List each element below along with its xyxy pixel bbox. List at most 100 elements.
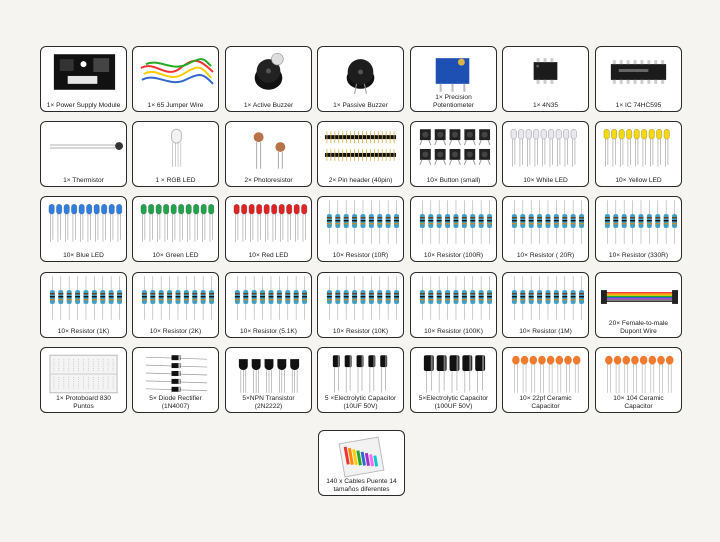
component-card[interactable]: 2× Photoresistor — [225, 121, 312, 187]
component-card[interactable]: 1 × RGB LED — [132, 121, 219, 187]
component-label: 1× 4N35 — [532, 101, 559, 109]
component-label: 10× White LED — [523, 176, 568, 184]
rgb-led-icon — [136, 125, 215, 169]
component-card[interactable]: 10× Resistor (10R) — [317, 196, 404, 262]
component-label: 5× Diode Rectifier (1N4007) — [149, 395, 202, 410]
breadboard-icon — [44, 351, 123, 395]
resistors-icon — [414, 200, 493, 244]
pin-header-icon — [321, 125, 400, 169]
transistors-icon — [229, 351, 308, 395]
component-card[interactable]: 10× Yellow LED — [595, 121, 682, 187]
component-card[interactable]: 1× 65 Jumper Wire — [132, 46, 219, 112]
component-card[interactable]: 10× Resistor (10K) — [317, 272, 404, 338]
diodes-icon — [136, 351, 215, 395]
component-card[interactable]: 10× Resistor (1K) — [40, 272, 127, 338]
component-card[interactable]: 10× Button (small) — [410, 121, 497, 187]
component-label: 1× Precision Potentiometer — [432, 94, 475, 109]
component-card[interactable]: 10× Red LED — [225, 196, 312, 262]
yellow-led-icon — [599, 125, 678, 169]
component-card[interactable]: 10× Green LED — [132, 196, 219, 262]
component-card[interactable]: 5 ×Electrolytic Capacitor (10UF 50V) — [317, 347, 404, 413]
component-card[interactable]: 10× Resistor (100R) — [410, 196, 497, 262]
ceramic-caps-icon — [506, 351, 585, 395]
component-label: 10× Resistor ( 20R) — [516, 251, 575, 259]
component-card[interactable]: 1× Active Buzzer — [225, 46, 312, 112]
thermistor-icon — [44, 125, 123, 169]
component-label: 10× Resistor (10R) — [332, 251, 389, 259]
component-label: 1× 65 Jumper Wire — [147, 101, 204, 109]
component-label: 1 × RGB LED — [155, 176, 196, 184]
component-card[interactable]: 10× Resistor (1M) — [502, 272, 589, 338]
component-card[interactable]: 10× Resistor (5.1K) — [225, 272, 312, 338]
component-card[interactable]: 1× Thermistor — [40, 121, 127, 187]
blue-led-icon — [44, 200, 123, 244]
component-card[interactable]: 10× 22pf Ceramic Capacitor — [502, 347, 589, 413]
component-label: 10× Resistor (1M) — [519, 327, 572, 335]
component-label: 10× 104 Ceramic Capacitor — [613, 395, 664, 410]
component-card[interactable]: 10× 104 Ceramic Capacitor — [595, 347, 682, 413]
component-card[interactable]: 10× Blue LED — [40, 196, 127, 262]
resistors-icon — [414, 276, 493, 320]
component-label: 10× 22pf Ceramic Capacitor — [519, 395, 572, 410]
component-card[interactable]: 140 x Cables Puente 14 tamaños diferente… — [318, 430, 405, 496]
component-label: 2× Pin header (40pin) — [328, 176, 393, 184]
green-led-icon — [136, 200, 215, 244]
white-led-icon — [506, 125, 585, 169]
component-label: 2× Photoresistor — [244, 176, 293, 184]
passive-buzzer-icon — [321, 50, 400, 94]
component-card[interactable]: 5× Diode Rectifier (1N4007) — [132, 347, 219, 413]
resistors-icon — [321, 276, 400, 320]
component-card[interactable]: 10× White LED — [502, 121, 589, 187]
component-label: 1× Active Buzzer — [243, 101, 294, 109]
component-card[interactable]: 20× Female-to-male Dupont Wire — [595, 272, 682, 338]
component-label: 5×Electrolytic Capacitor (100UF 50V) — [418, 395, 489, 410]
resistors-icon — [321, 200, 400, 244]
component-card[interactable]: 10× Resistor ( 20R) — [502, 196, 589, 262]
resistors-icon — [136, 276, 215, 320]
component-card[interactable]: 1× IC 74HC595 — [595, 46, 682, 112]
power-supply-module-icon — [44, 50, 123, 94]
component-label: 10× Green LED — [152, 251, 199, 259]
component-label: 10× Resistor (5.1K) — [240, 327, 297, 335]
component-card[interactable]: 5×Electrolytic Capacitor (100UF 50V) — [410, 347, 497, 413]
component-label: 10× Resistor (100R) — [423, 251, 484, 259]
resistors-icon — [229, 276, 308, 320]
potentiometer-icon — [414, 50, 493, 94]
component-card[interactable]: 5×NPN Transistor (2N2222) — [225, 347, 312, 413]
component-label: 10× Button (small) — [426, 176, 481, 184]
component-card[interactable]: 1× Precision Potentiometer — [410, 46, 497, 112]
component-card[interactable]: 10× Resistor (330R) — [595, 196, 682, 262]
active-buzzer-icon — [229, 50, 308, 94]
resistors-icon — [506, 276, 585, 320]
component-card[interactable]: 1× Passive Buzzer — [317, 46, 404, 112]
component-card[interactable]: 1× Power Supply Module — [40, 46, 127, 112]
component-card[interactable]: 1× 4N35 — [502, 46, 589, 112]
jumper-wires-icon — [136, 50, 215, 94]
component-label: 1× Protoboard 830 Puntos — [56, 395, 111, 410]
component-label: 140 x Cables Puente 14 tamaños diferente… — [326, 478, 397, 493]
component-label: 1× Thermistor — [63, 176, 104, 184]
component-label: 10× Blue LED — [63, 251, 104, 259]
dupont-wire-icon — [599, 276, 678, 320]
component-label: 10× Resistor (330R) — [608, 251, 669, 259]
component-card[interactable]: 10× Resistor (2K) — [132, 272, 219, 338]
resistors-icon — [44, 276, 123, 320]
component-card[interactable]: 10× Resistor (100K) — [410, 272, 497, 338]
component-label: 1× Passive Buzzer — [333, 101, 388, 109]
component-label: 10× Yellow LED — [615, 176, 662, 184]
ic-4n35-icon — [506, 50, 585, 94]
ceramic-caps-icon — [599, 351, 678, 395]
component-label: 5 ×Electrolytic Capacitor (10UF 50V) — [324, 395, 397, 410]
resistors-icon — [599, 200, 678, 244]
component-label: 10× Resistor (2K) — [149, 327, 202, 335]
buttons-icon — [414, 125, 493, 169]
component-label: 1× IC 74HC595 — [615, 101, 662, 109]
component-label: 10× Resistor (10K) — [332, 327, 389, 335]
component-label: 10× Resistor (1K) — [57, 327, 110, 335]
component-label: 10× Resistor (100K) — [424, 327, 483, 335]
resistors-icon — [506, 200, 585, 244]
component-label: 1× Power Supply Module — [46, 101, 121, 109]
component-card[interactable]: 1× Protoboard 830 Puntos — [40, 347, 127, 413]
component-label: 10× Red LED — [248, 251, 289, 259]
component-card[interactable]: 2× Pin header (40pin) — [317, 121, 404, 187]
